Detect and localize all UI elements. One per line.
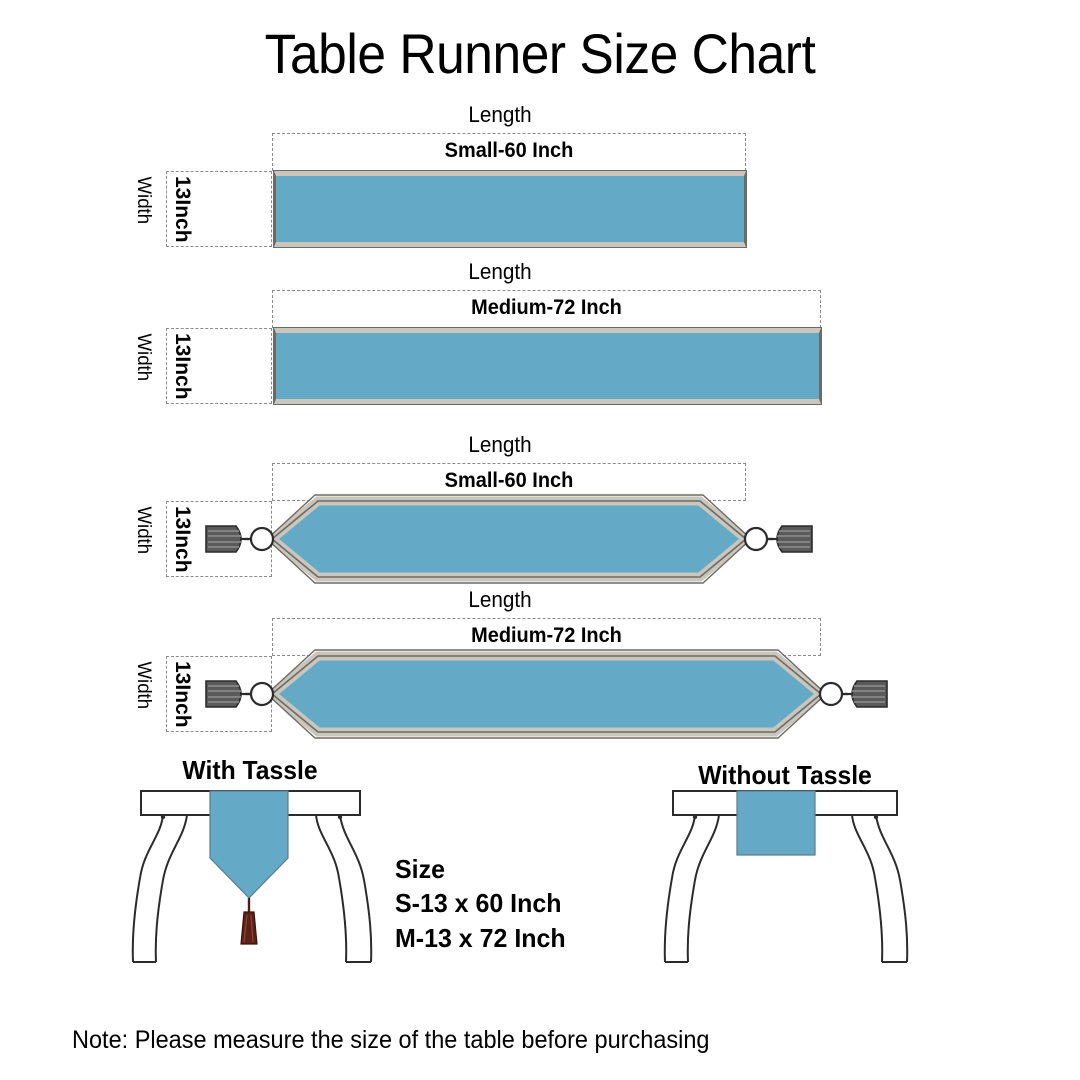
length-label-row1: Length (468, 102, 532, 127)
runner-band-medium-plain (273, 327, 822, 405)
tassel-right-row4 (818, 680, 888, 708)
size-small-line: S-13 x 60 Inch (395, 888, 562, 919)
size-summary-block: Size S-13 x 60 Inch M-13 x 72 Inch (395, 852, 566, 955)
without-tassle-caption: Without Tassle (698, 760, 872, 790)
page-title: Table Runner Size Chart (264, 22, 816, 85)
tassel-right-row3 (743, 525, 813, 553)
runner-band-small-tassle (264, 494, 754, 584)
length-label-row4: Length (468, 587, 532, 612)
width-label-row3: Width (133, 506, 154, 555)
width-label-row1: Width (133, 176, 154, 225)
note-text: Note: Please measure the size of the tab… (72, 1026, 710, 1054)
length-guide-box-row1 (272, 133, 746, 171)
length-label-row3: Length (468, 432, 532, 457)
inch-label-row1: 13Inch (171, 176, 194, 243)
table-with-tassle (131, 790, 373, 963)
width-guide-box-row2 (166, 328, 272, 404)
width-label-row4: Width (133, 661, 154, 710)
width-label-row2: Width (133, 333, 154, 382)
inch-label-row3: 13Inch (171, 506, 194, 573)
table-without-tassle (663, 790, 909, 963)
runner-band-medium-tassle (264, 649, 829, 739)
inch-label-row4: 13Inch (171, 661, 194, 728)
size-heading: Size (395, 854, 445, 884)
size-label-row1: Small-60 Inch (444, 139, 574, 162)
runner-band-small-plain (273, 170, 747, 248)
size-label-row2: Medium-72 Inch (471, 296, 622, 319)
size-label-row4: Medium-72 Inch (471, 624, 622, 647)
length-guide-box-row2 (272, 290, 821, 328)
inch-label-row2: 13Inch (171, 333, 194, 400)
with-tassle-caption: With Tassle (182, 755, 318, 785)
width-guide-box-row1 (166, 171, 272, 247)
size-label-row3: Small-60 Inch (444, 469, 574, 492)
length-label-row2: Length (468, 259, 532, 284)
size-medium-line: M-13 x 72 Inch (395, 922, 566, 953)
